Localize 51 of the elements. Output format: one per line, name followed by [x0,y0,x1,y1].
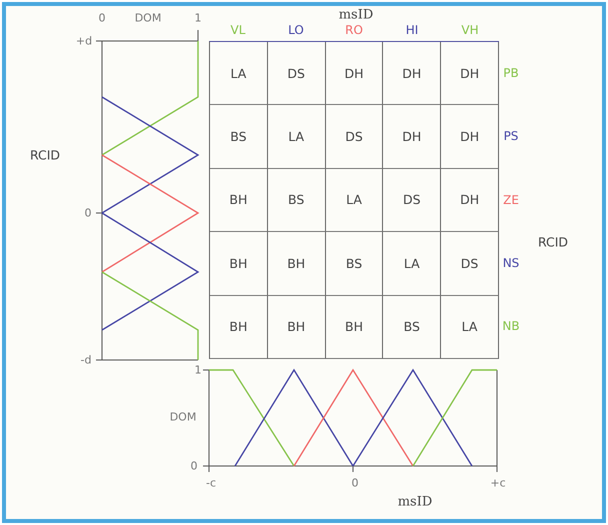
table-cell: BH [326,296,384,359]
column-header: HI [406,23,418,37]
column-header: VL [230,23,246,37]
table-cell: DS [383,168,442,232]
axis-tick-label: +d [76,34,92,48]
table-cell: DH [441,105,499,169]
axis-tick-label: 0 [98,12,106,24]
table-cell: DS [441,232,499,296]
row-header: PB [503,66,519,80]
table-cell: BH [268,296,326,359]
axis-title: msID [398,494,432,510]
column-header: LO [288,23,304,37]
table-cell: BH [210,232,268,296]
axis-title: DOM [170,410,196,424]
table-cell: BS [210,105,268,169]
axis-tick-label: 0 [190,460,198,472]
table-cell: DH [441,168,499,232]
row-header: PS [504,129,518,143]
axis-tick-label: +c [490,476,506,490]
axis-tick-label: -c [206,476,216,490]
table-cell: DH [326,42,384,106]
table-cell: DS [268,42,326,106]
table-cell: BS [383,296,442,359]
axis-title: RCID [30,148,60,162]
axis-tick-label: 1 [194,12,202,24]
axis-tick-label: 0 [352,476,358,490]
column-header: RO [345,23,363,37]
axis-tick-label: 0 [84,206,92,220]
axis-tick-label: 1 [194,364,202,376]
axis-title: RCID [538,234,568,250]
row-header: NB [502,319,520,333]
table-cell: DH [441,42,499,106]
column-header: VH [461,23,479,37]
row-header: NS [502,256,520,270]
table-cell: BH [268,232,326,296]
axis-tick-label: -d [80,354,92,366]
table-cell: LA [210,42,268,106]
table-cell: DH [383,42,442,106]
table-cell: LA [441,296,499,359]
table-cell: LA [383,232,442,296]
axis-title: msID [338,8,374,22]
axis-title: DOM [134,12,162,24]
table-cell: DS [326,105,384,169]
table-cell: BS [268,168,326,232]
table-cell: LA [326,168,384,232]
table-cell: BH [210,168,268,232]
table-cell: LA [268,105,326,169]
table-cell: DH [383,105,442,169]
row-header: ZE [503,193,519,207]
table-cell: BH [210,296,268,359]
table-cell: BS [326,232,384,296]
